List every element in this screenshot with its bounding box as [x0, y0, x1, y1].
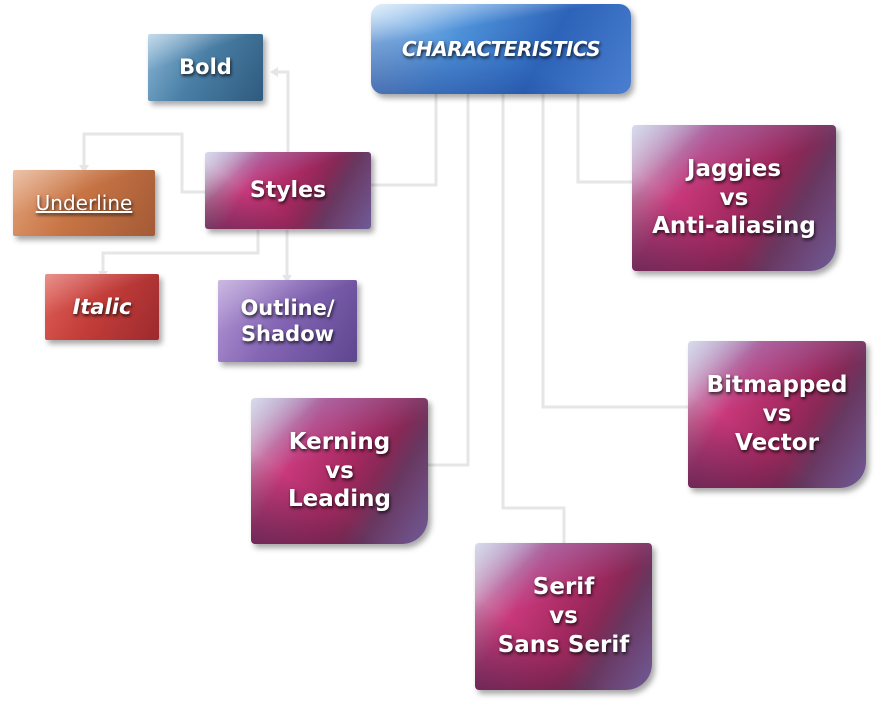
styles-label: Styles: [249, 177, 327, 203]
connector-styles-italic: [101, 230, 260, 274]
arrowhead-underline: [79, 165, 89, 173]
serif-line3: Sans Serif: [497, 631, 630, 658]
connector-styles-bold: [275, 70, 290, 152]
kerning-line3: Leading: [288, 486, 391, 513]
bitmapped-line3: Vector: [735, 429, 819, 456]
connector-root-serif: [501, 94, 566, 543]
characteristics-node: CHARACTERISTICS: [371, 4, 631, 94]
underline-label: Underline: [35, 190, 133, 215]
jaggies-node: Jaggies vs Anti-aliasing: [632, 125, 836, 271]
kerning-node: Kerning vs Leading: [251, 398, 428, 544]
serif-line1: Serif: [532, 574, 595, 601]
connector-root-bitmapped: [541, 94, 688, 409]
bitmapped-line1: Bitmapped: [706, 372, 848, 399]
bold-label: Bold: [179, 55, 232, 80]
bold-node: Bold: [148, 34, 263, 101]
jaggies-line1: Jaggies: [686, 155, 782, 182]
connector-root-jaggies: [576, 94, 632, 184]
bitmapped-line2: vs: [762, 401, 792, 428]
italic-label: Italic: [72, 294, 132, 319]
jaggies-line3: Anti-aliasing: [652, 213, 816, 240]
arrowhead-bold: [270, 67, 278, 77]
serif-node: Serif vs Sans Serif: [475, 543, 652, 690]
jaggies-line2: vs: [719, 184, 749, 211]
connector-styles-underline: [82, 132, 205, 194]
bitmapped-node: Bitmapped vs Vector: [688, 341, 866, 488]
underline-node: Underline: [13, 170, 155, 236]
arrowhead-outline: [282, 275, 292, 283]
serif-line2: vs: [549, 603, 578, 630]
connector-root-styles: [370, 94, 438, 187]
outline-line1: Outline/: [240, 295, 335, 320]
italic-node: Italic: [45, 274, 159, 340]
characteristics-label: CHARACTERISTICS: [401, 36, 601, 61]
kerning-line1: Kerning: [288, 428, 391, 455]
styles-node: Styles: [205, 152, 371, 229]
outline-line2: Shadow: [240, 322, 335, 346]
kerning-line2: vs: [325, 457, 354, 484]
outline-shadow-node: Outline/ Shadow: [218, 280, 357, 362]
connector-root-kerning: [428, 94, 470, 467]
